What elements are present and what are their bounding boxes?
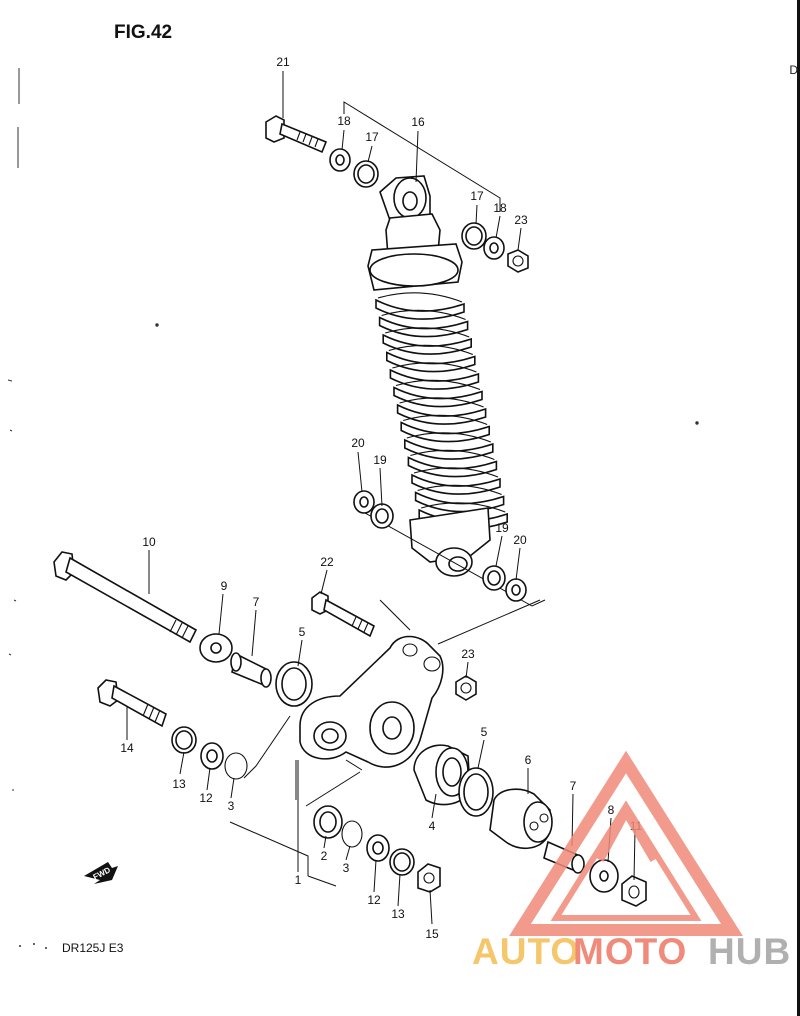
automotohub-logo-icon [509,750,743,936]
callout-23: 23 [514,213,528,227]
spring-coil [378,316,469,338]
linkage-left-hardware [53,551,313,707]
spring-coil [411,473,501,495]
callout-20: 20 [351,436,365,450]
callout-7: 7 [253,595,260,609]
spring-coil-back [388,344,473,356]
callout-5: 5 [299,625,306,639]
linkage-bottom-hardware [313,805,441,893]
scan-marks [7,68,699,791]
spring-coil-back [385,327,470,338]
spring-coil-back [395,379,481,391]
callout-19: 19 [373,453,387,467]
callout-7-right: 7 [570,779,577,793]
spring-coil-back [410,449,495,461]
callout-12-lower: 12 [367,893,381,907]
spring-coil [400,421,490,443]
callout-18: 18 [337,114,351,128]
watermark-moto: MOTO [573,931,687,972]
bolt-22 [311,591,376,638]
assembly-guide-lines [229,599,541,887]
upper-mount-hardware [265,115,529,273]
forward-direction-arrow: FWD [84,862,118,884]
spring-coil [414,491,505,513]
linkage-right-hardware [413,744,647,907]
edge-letter: D [789,63,798,77]
callout-16: 16 [411,115,425,129]
callout-12: 12 [199,791,213,805]
callout-3: 3 [228,799,235,813]
spring-coil [407,456,498,478]
callout-leader-lines [126,71,636,925]
callout-4: 4 [429,819,436,833]
callout-13-lower: 13 [391,907,405,921]
spring-coil [375,298,465,320]
spring-coil-back [377,292,463,303]
coil-spring [375,292,508,530]
callout-14: 14 [120,741,134,755]
spring-coil-back [403,414,488,426]
callout-1: 1 [295,873,302,887]
spring-coil [386,351,476,373]
spring-coil [404,438,494,460]
callout-6: 6 [525,753,532,767]
callout-23-lower: 23 [461,647,475,661]
callout-18-right: 18 [493,201,507,215]
watermark-auto: AUTO [472,931,580,972]
linkage-lower-left-hardware [97,679,248,780]
spring-coil-back [421,502,506,513]
callout-22: 22 [320,555,334,569]
spring-coil [382,333,472,355]
callout-17-right: 17 [470,189,484,203]
spring-coil [389,368,480,390]
model-label-marks [19,943,47,949]
figure-title: FIG.42 [114,22,172,43]
callout-19-right: 19 [495,521,509,535]
spring-coil-back [381,309,466,321]
callout-13: 13 [172,777,186,791]
callout-21: 21 [276,55,290,69]
model-label: DR125J E3 [62,941,124,955]
spring-coil-back [406,432,491,443]
callout-8: 8 [608,803,615,817]
callout-9: 9 [221,579,228,593]
spring-coil-back [413,467,499,478]
callout-17: 17 [365,130,379,144]
callout-15: 15 [425,927,439,941]
cushion-lever [299,635,444,807]
spring-coil-back [392,362,477,373]
callout-3-lower: 3 [343,861,350,875]
spring-coil-back [399,397,484,408]
nut-23-lower [455,675,477,701]
watermark-hub: HUB [708,931,791,972]
callout-20-right: 20 [513,533,527,547]
spring-coil [396,403,487,425]
callout-5-right: 5 [481,725,488,739]
callout-10: 10 [142,535,156,549]
spring-coil-back [417,484,502,496]
scan-border [797,0,800,1016]
callout-2: 2 [321,849,328,863]
spring-coil [393,386,483,408]
watermark-text: AUTO MOTO HUB [472,931,791,972]
